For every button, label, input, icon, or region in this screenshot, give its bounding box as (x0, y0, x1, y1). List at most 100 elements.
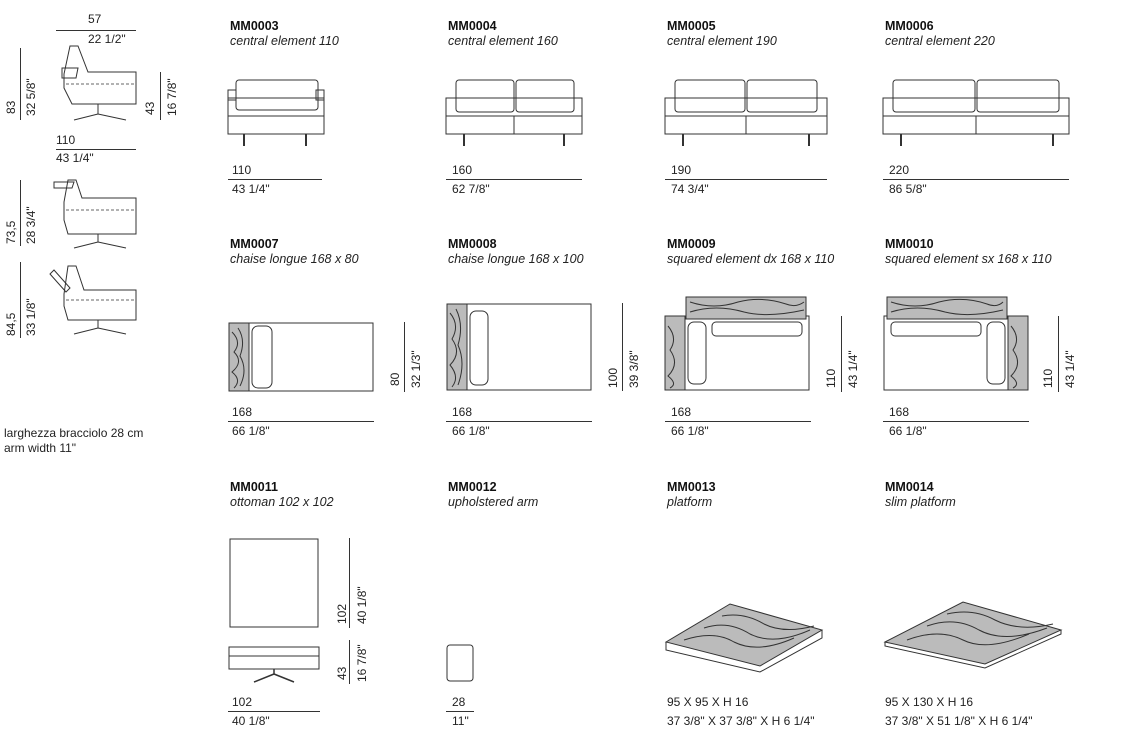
ottoman-front-drawing (228, 646, 320, 683)
side1-seat-in: 16 7/8" (165, 78, 179, 116)
dim-rule (446, 421, 592, 422)
sofa-front-190-drawing (664, 79, 828, 146)
height-in: 16 7/8" (355, 644, 369, 682)
item-code: MM0012 (448, 480, 497, 494)
ottoman-top-drawing (229, 538, 319, 628)
item-code: MM0014 (885, 480, 934, 494)
item-name: platform (667, 495, 713, 509)
platform-drawing (664, 603, 824, 673)
depth-in: 40 1/8" (355, 586, 369, 624)
width-cm: 190 (671, 163, 692, 177)
dim-rule (56, 149, 136, 150)
dim-rule (883, 179, 1069, 180)
dim-rule (1058, 316, 1059, 392)
depth-cm: 80 (388, 372, 402, 386)
depth-cm: 100 (606, 367, 620, 388)
arm-width-note-en: arm width 11" (4, 441, 77, 455)
side1-seat-cm: 43 (143, 101, 157, 115)
dim-rule (349, 538, 350, 628)
item-code: MM0013 (667, 480, 716, 494)
dim-rule (841, 316, 842, 392)
side-top-in: 22 1/2" (88, 32, 126, 46)
item-code: MM0011 (230, 480, 278, 494)
side2-height-in: 28 3/4" (24, 206, 38, 244)
side1-height-cm: 83 (4, 100, 18, 114)
depth-in: 32 1/3" (409, 350, 423, 388)
dim-rule (446, 711, 474, 712)
size-in: 37 3/8" X 51 1/8" X H 6 1/4" (885, 714, 1033, 728)
side-mid-in: 43 1/4" (56, 151, 94, 165)
item-code: MM0007 (230, 237, 279, 251)
upholstered-arm-drawing (446, 644, 474, 682)
width-cm: 110 (232, 163, 252, 177)
depth-cm: 110 (1041, 368, 1055, 388)
width-in: 11" (452, 714, 469, 728)
item-name: central element 110 (230, 34, 339, 48)
dim-rule (228, 421, 374, 422)
item-name: central element 220 (885, 34, 995, 48)
squared-dx-top-drawing (664, 296, 810, 391)
item-code: MM0003 (230, 19, 279, 33)
side-view-2-drawing (53, 179, 137, 249)
item-name: chaise longue 168 x 100 (448, 252, 584, 266)
dim-rule (20, 262, 21, 338)
width-cm: 168 (452, 405, 473, 419)
item-name: central element 190 (667, 34, 777, 48)
depth-in: 43 1/4" (1063, 350, 1077, 388)
item-name: chaise longue 168 x 80 (230, 252, 359, 266)
side3-height-cm: 84,5 (4, 312, 18, 336)
dim-rule (228, 179, 322, 180)
side1-height-in: 32 5/8" (24, 78, 38, 116)
squared-sx-top-drawing (883, 296, 1029, 391)
size-cm: 95 X 95 X H 16 (667, 695, 749, 709)
dim-rule (349, 640, 350, 684)
dim-rule (56, 30, 136, 31)
depth-cm: 102 (335, 603, 349, 624)
side-view-1-drawing (61, 45, 137, 121)
height-cm: 43 (335, 666, 349, 680)
width-in: 66 1/8" (671, 424, 709, 438)
width-cm: 160 (452, 163, 473, 177)
width-cm: 102 (232, 695, 253, 709)
item-code: MM0010 (885, 237, 934, 251)
side-view-3-drawing (49, 265, 137, 335)
depth-in: 43 1/4" (846, 350, 860, 388)
chaise-100-top-drawing (446, 303, 592, 391)
width-in: 66 1/8" (452, 424, 490, 438)
size-in: 37 3/8" X 37 3/8" X H 6 1/4" (667, 714, 815, 728)
item-code: MM0005 (667, 19, 716, 33)
sofa-front-160-drawing (445, 79, 583, 146)
width-in: 74 3/4" (671, 182, 709, 196)
item-name: ottoman 102 x 102 (230, 495, 334, 509)
side3-height-in: 33 1/8" (24, 298, 38, 336)
dim-rule (20, 180, 21, 246)
dim-rule (446, 179, 582, 180)
arm-width-note-it: larghezza bracciolo 28 cm (4, 426, 144, 440)
side-top-cm: 57 (88, 12, 102, 26)
width-cm: 220 (889, 163, 910, 177)
item-name: central element 160 (448, 34, 558, 48)
dim-rule (622, 303, 623, 391)
item-code: MM0006 (885, 19, 934, 33)
dim-rule (883, 421, 1029, 422)
item-name: squared element dx 168 x 110 (667, 252, 835, 266)
item-name: upholstered arm (448, 495, 539, 509)
sofa-front-110-drawing (227, 79, 325, 146)
width-in: 86 5/8" (889, 182, 927, 196)
dim-rule (665, 421, 811, 422)
item-code: MM0004 (448, 19, 497, 33)
size-cm: 95 X 130 X H 16 (885, 695, 974, 709)
width-in: 62 7/8" (452, 182, 490, 196)
dim-rule (160, 72, 161, 120)
width-in: 43 1/4" (232, 182, 270, 196)
dim-rule (404, 322, 405, 392)
dim-rule (665, 179, 827, 180)
side-mid-cm: 110 (56, 133, 76, 147)
dim-rule (20, 48, 21, 120)
width-in: 66 1/8" (889, 424, 927, 438)
width-cm: 168 (232, 405, 253, 419)
sofa-front-220-drawing (882, 79, 1070, 146)
width-cm: 168 (889, 405, 910, 419)
item-code: MM0008 (448, 237, 497, 251)
slim-platform-drawing (883, 601, 1063, 669)
